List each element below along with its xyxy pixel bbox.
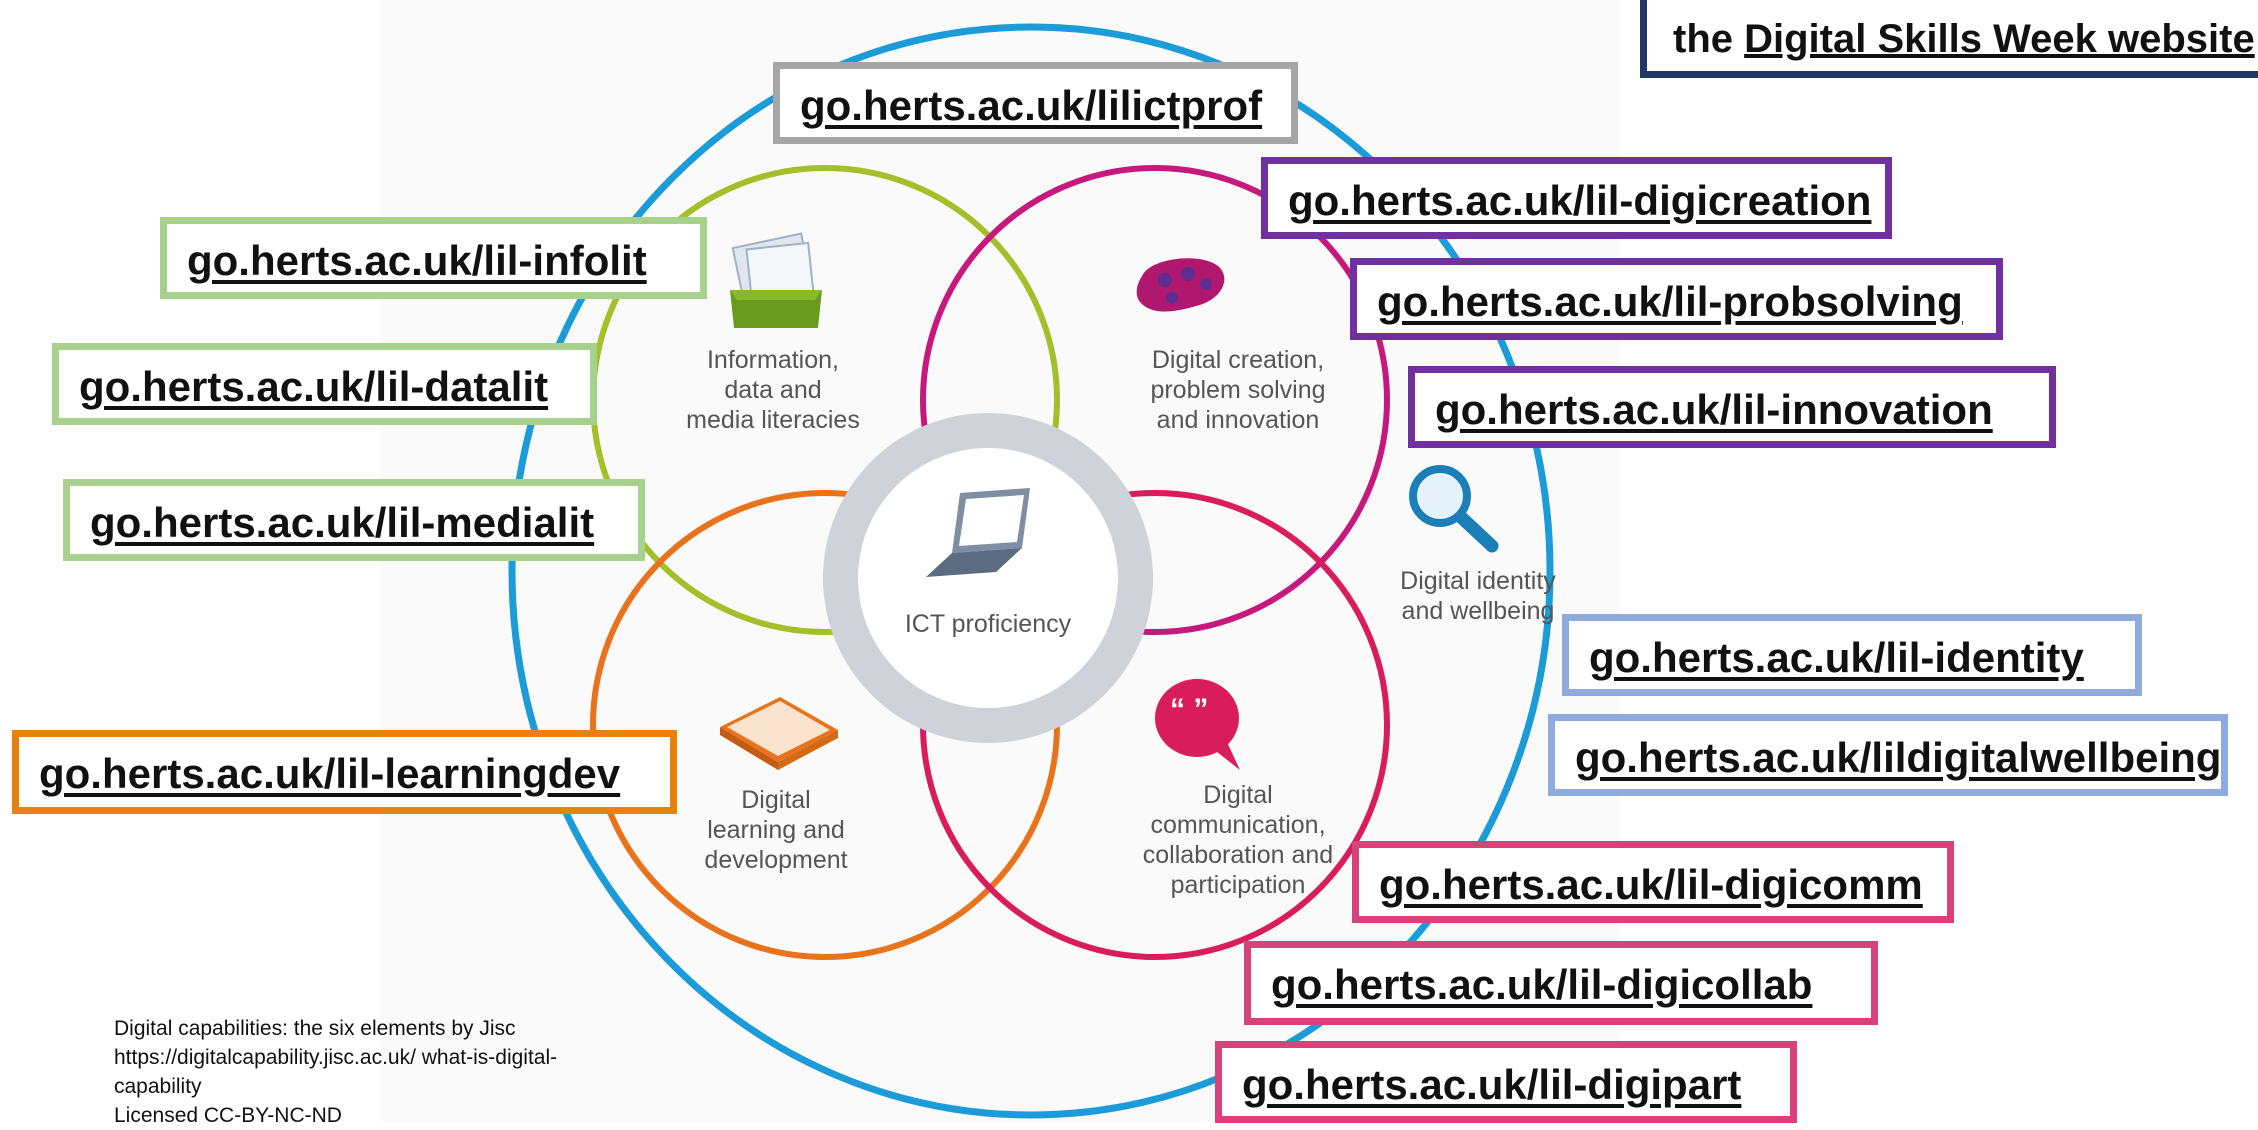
communication-label-4: participation (1171, 871, 1306, 899)
link-datalit[interactable]: go.herts.ac.uk/lil-datalit (52, 343, 597, 425)
link-ictprof[interactable]: go.herts.ac.uk/lilictprof (773, 62, 1298, 144)
link-medialit[interactable]: go.herts.ac.uk/lil-medialit (63, 479, 645, 561)
link-digicollab[interactable]: go.herts.ac.uk/lil-digicollab (1244, 941, 1878, 1025)
link-wellbeing[interactable]: go.herts.ac.uk/lildigitalwellbeing (1548, 714, 2228, 796)
center-disc (858, 448, 1118, 708)
creation-label-3: and innovation (1157, 406, 1320, 434)
note-prefix: the (1673, 17, 1733, 61)
link-learningdev[interactable]: go.herts.ac.uk/lil-learningdev (12, 730, 677, 814)
source-line-2: https://digitalcapability.jisc.ac.uk/ wh… (114, 1046, 558, 1069)
link-digicreation[interactable]: go.herts.ac.uk/lil-digicreation (1261, 157, 1892, 239)
magnifier-icon (1409, 465, 1499, 553)
learning-label-2: learning and (707, 816, 845, 844)
creation-circle (920, 165, 1390, 635)
link-innovation[interactable]: go.herts.ac.uk/lil-innovation (1408, 366, 2056, 448)
identity-label-2: and wellbeing (1402, 597, 1555, 625)
center-label: ICT proficiency (905, 610, 1072, 638)
digital-skills-week-link[interactable]: Digital Skills Week website (1744, 17, 2255, 61)
source-line-1: Digital capabilities: the six elements b… (114, 1017, 516, 1040)
source-line-4: Licensed CC-BY-NC-ND (114, 1104, 342, 1127)
link-digicomm[interactable]: go.herts.ac.uk/lil-digicomm (1352, 841, 1954, 923)
tablet-icon (720, 697, 838, 770)
communication-label-1: Digital (1203, 781, 1272, 809)
learning-label-3: development (704, 846, 847, 874)
laptop-icon (926, 488, 1030, 577)
speech-bubble-icon: “ ” (1155, 679, 1240, 770)
link-digipart[interactable]: go.herts.ac.uk/lil-digipart (1215, 1041, 1797, 1123)
information-label-2: data and (724, 376, 821, 404)
communication-label-2: communication, (1150, 811, 1325, 839)
link-probsolving[interactable]: go.herts.ac.uk/lil-probsolving (1350, 258, 2003, 340)
information-label-3: media literacies (686, 406, 860, 434)
learning-label-1: Digital (741, 786, 810, 814)
source-line-3: capability (114, 1075, 202, 1098)
source-attribution: Digital capabilities: the six elements b… (114, 1014, 674, 1130)
digital-skills-week-note: the Digital Skills Week website (1640, 0, 2258, 78)
identity-label-1: Digital identity (1400, 567, 1556, 595)
svg-text:“ ”: “ ” (1170, 693, 1208, 726)
outer-ring (508, 23, 1554, 1119)
communication-label-3: collaboration and (1143, 841, 1333, 869)
link-identity[interactable]: go.herts.ac.uk/lil-identity (1562, 614, 2142, 696)
link-infolit[interactable]: go.herts.ac.uk/lil-infolit (160, 217, 707, 299)
creation-label-2: problem solving (1150, 376, 1325, 404)
cards-icon (730, 232, 822, 328)
information-label-1: Information, (707, 346, 839, 374)
palette-icon (1136, 258, 1225, 312)
creation-label-1: Digital creation, (1152, 346, 1324, 374)
